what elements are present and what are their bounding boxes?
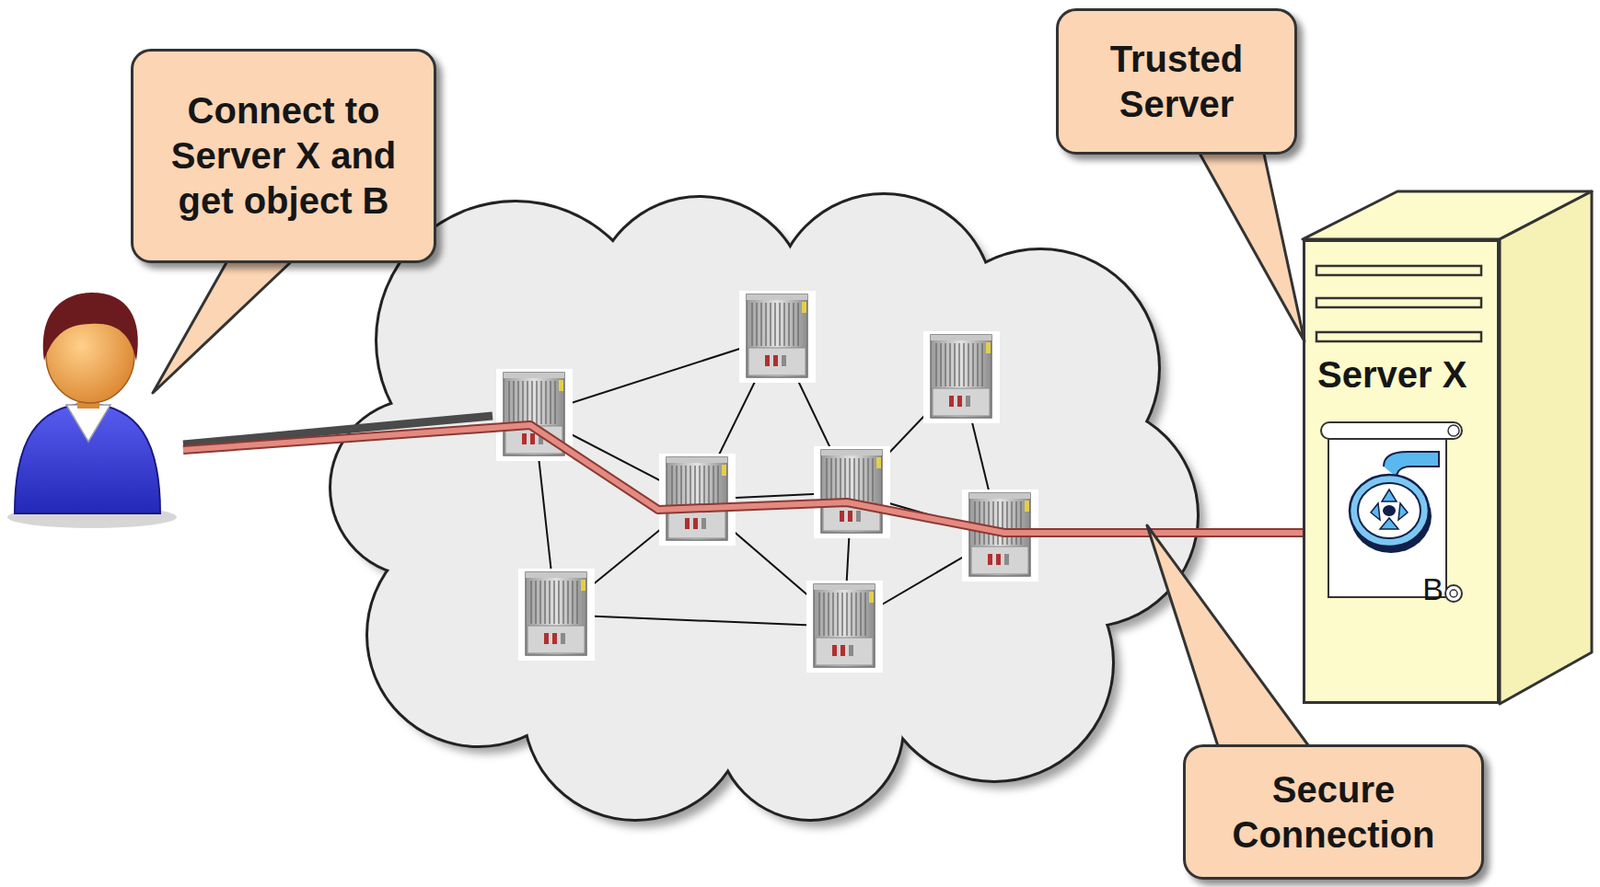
- secure-path: [183, 416, 1303, 534]
- object-label: B: [1422, 571, 1444, 608]
- callout-box: Secure Connection: [1182, 744, 1485, 881]
- callout-text: Secure Connection: [1198, 767, 1469, 858]
- callout-text: Trusted Server: [1071, 36, 1282, 128]
- callout-box: Connect to Server X and get object B: [130, 48, 437, 264]
- callout-box: Trusted Server: [1055, 8, 1298, 155]
- callout-tails: [152, 257, 1311, 750]
- server-vents: [1316, 266, 1482, 342]
- scroll-outline: [1319, 420, 1464, 610]
- cloud-shadow: [339, 203, 1206, 828]
- user-icon: [7, 292, 177, 529]
- callout-pointer: [1198, 150, 1305, 342]
- router-icons: [496, 290, 1039, 673]
- callout-text: Connect to Server X and get object B: [146, 88, 421, 223]
- document-scroll: B: [1319, 420, 1464, 610]
- server-cabinet: [1302, 191, 1592, 705]
- server-box: Server X B: [1302, 239, 1500, 705]
- server-label: Server X: [1317, 354, 1467, 396]
- callout-pointer-shape: [1198, 150, 1305, 342]
